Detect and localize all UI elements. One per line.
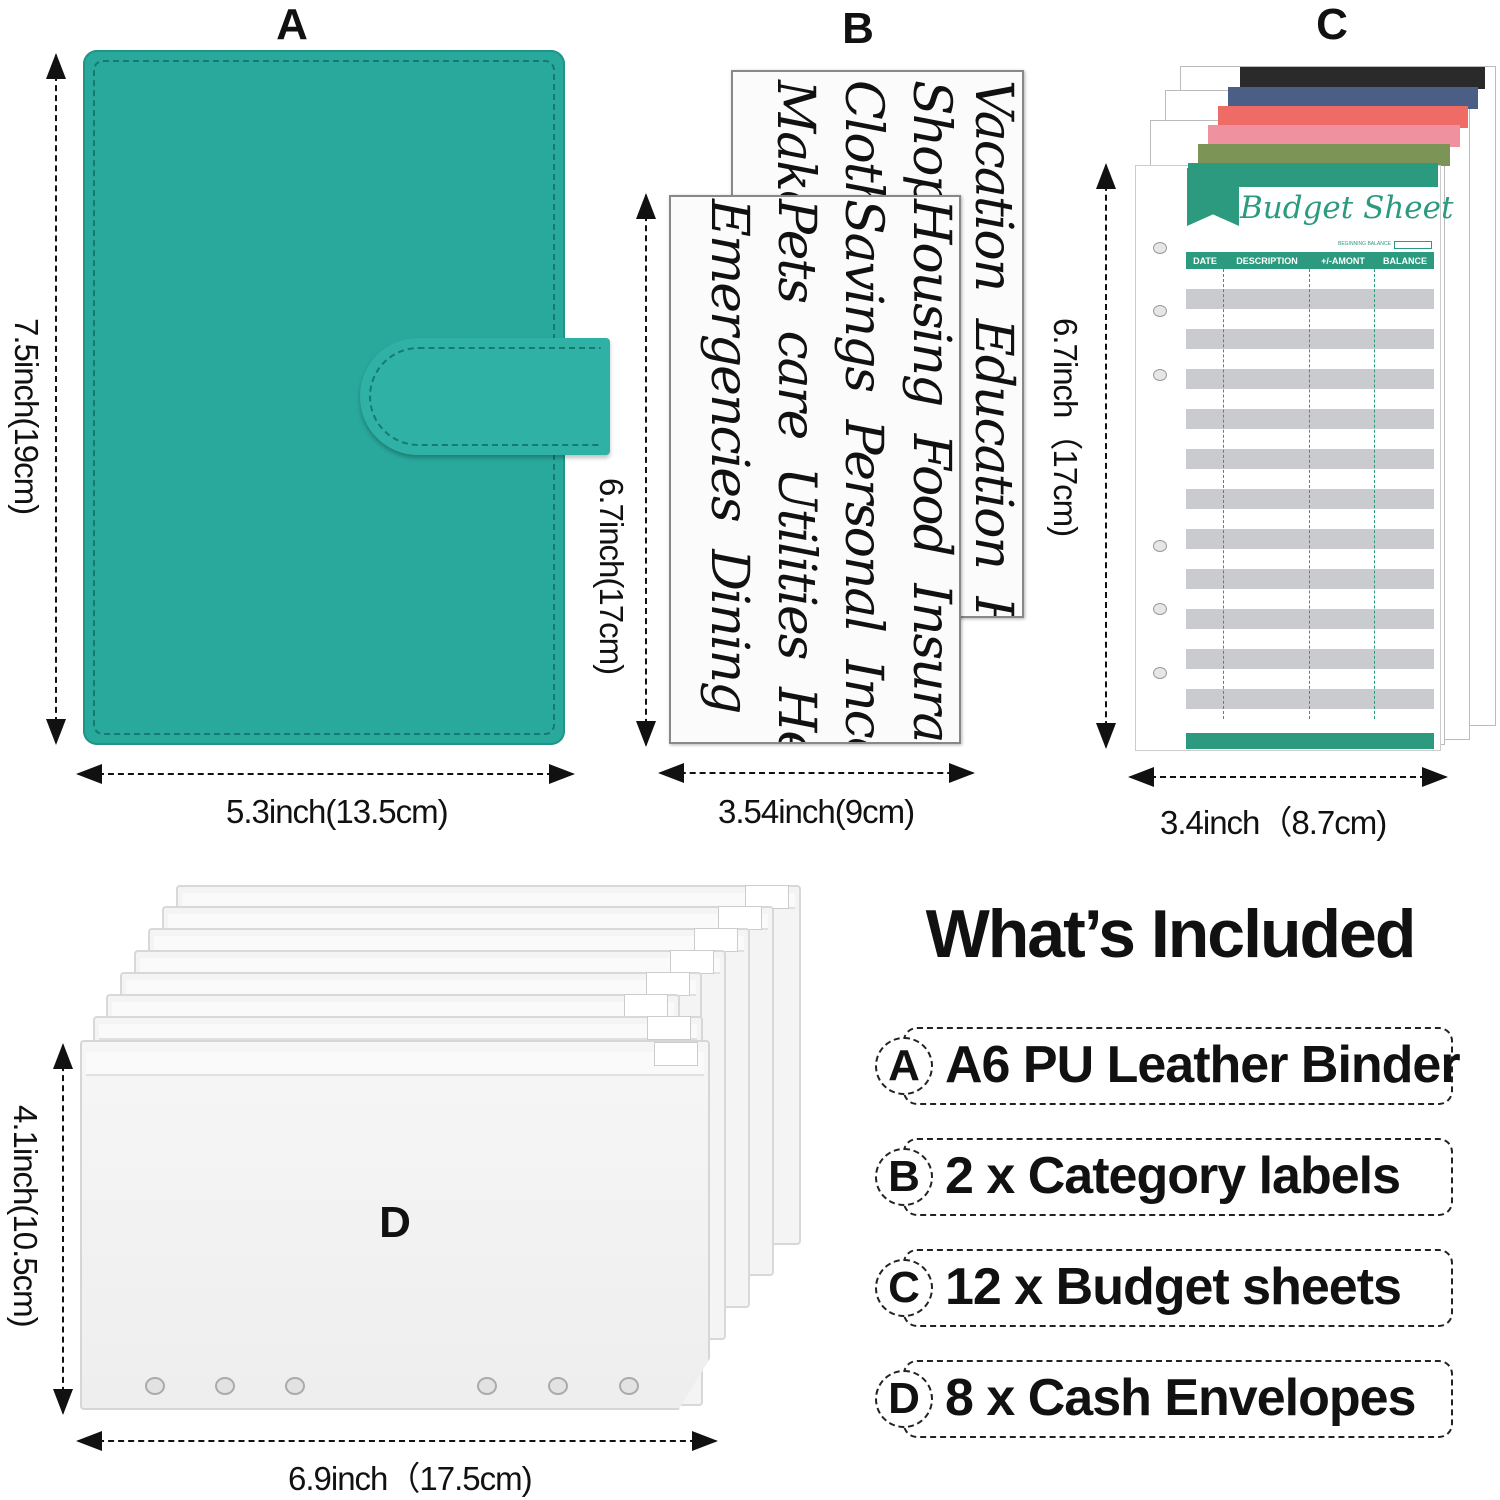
punch-hole xyxy=(285,1377,305,1395)
punch-hole xyxy=(619,1377,639,1395)
punch-hole xyxy=(1153,540,1167,552)
cash-envelope-front xyxy=(80,1040,710,1410)
budget-sheet-footer xyxy=(1186,733,1434,749)
section-letter-a: A xyxy=(276,0,308,49)
punch-hole xyxy=(477,1377,497,1395)
punch-hole xyxy=(215,1377,235,1395)
sheet-tab xyxy=(1218,106,1468,128)
item-text: 2 x Category labels xyxy=(945,1147,1401,1205)
height-label-a: 7.5inch(19cm) xyxy=(8,318,45,515)
punch-hole xyxy=(1153,369,1167,381)
item-letter: B xyxy=(875,1148,933,1206)
budget-sheet-title: Budget Sheet xyxy=(1240,190,1454,226)
punch-hole xyxy=(145,1377,165,1395)
label-column: Vacation Education Rent xyxy=(963,80,1023,618)
binder-strap xyxy=(360,338,610,455)
sheet-tab xyxy=(1198,144,1450,166)
punch-hole xyxy=(1153,667,1167,679)
item-text: 12 x Budget sheets xyxy=(945,1258,1402,1316)
whats-included-title: What’s Included xyxy=(925,896,1417,972)
column-header: DATE xyxy=(1193,255,1217,266)
label-column: Pets care Utilities Health xyxy=(766,199,826,744)
punch-hole xyxy=(1153,242,1167,254)
section-letter-d: D xyxy=(379,1198,411,1247)
column-header: BALANCE xyxy=(1383,255,1427,266)
label-column: Savings Personal Income xyxy=(833,199,893,744)
budget-table-rows xyxy=(1186,269,1434,719)
budget-table-header: DATE DESCRIPTION +/-AMONT BALANCE xyxy=(1186,252,1434,269)
width-label-d: 6.9inch（17.5cm) xyxy=(288,1460,533,1497)
punch-hole xyxy=(1153,603,1167,615)
section-letter-c: C xyxy=(1316,0,1348,49)
width-arrow-a xyxy=(76,764,575,784)
label-column: Shop xyxy=(901,80,961,206)
height-arrow-c xyxy=(1096,163,1116,749)
section-letter-b: B xyxy=(842,4,874,53)
item-text: A6 PU Leather Binder xyxy=(945,1036,1461,1094)
item-letter: A xyxy=(875,1037,933,1095)
punch-hole xyxy=(1153,305,1167,317)
label-column: Housing Food Insurance xyxy=(901,199,961,744)
sheet-tab xyxy=(1228,87,1478,109)
height-arrow-b xyxy=(636,193,656,747)
width-label-a: 5.3inch(13.5cm) xyxy=(226,793,449,830)
beginning-balance-box xyxy=(1394,241,1432,249)
width-label-b: 3.54inch(9cm) xyxy=(718,793,915,830)
width-label-c: 3.4inch（8.7cm) xyxy=(1160,804,1387,841)
height-label-c: 6.7inch（17cm) xyxy=(1047,318,1084,537)
width-arrow-d xyxy=(76,1431,718,1451)
label-card-front: Housing Food Insurance Savings Personal … xyxy=(669,195,961,744)
height-label-b: 6.7inch(17cm) xyxy=(593,478,630,675)
column-header: +/-AMONT xyxy=(1321,255,1365,266)
punch-hole xyxy=(548,1377,568,1395)
beginning-balance-label: BEGINNING BALANCE xyxy=(1338,241,1391,247)
width-arrow-b xyxy=(658,763,975,783)
item-text: 8 x Cash Envelopes xyxy=(945,1369,1416,1427)
sheet-tab xyxy=(1208,125,1460,147)
column-header: DESCRIPTION xyxy=(1236,255,1298,266)
height-label-d: 4.1inch(10.5cm) xyxy=(7,1105,44,1327)
item-letter: D xyxy=(875,1370,933,1428)
label-column: Emergencies Dining out xyxy=(699,199,759,744)
height-arrow-a xyxy=(46,53,66,745)
height-arrow-d xyxy=(53,1043,73,1415)
sheet-tab xyxy=(1240,67,1485,89)
width-arrow-c xyxy=(1128,767,1448,787)
item-letter: C xyxy=(875,1259,933,1317)
